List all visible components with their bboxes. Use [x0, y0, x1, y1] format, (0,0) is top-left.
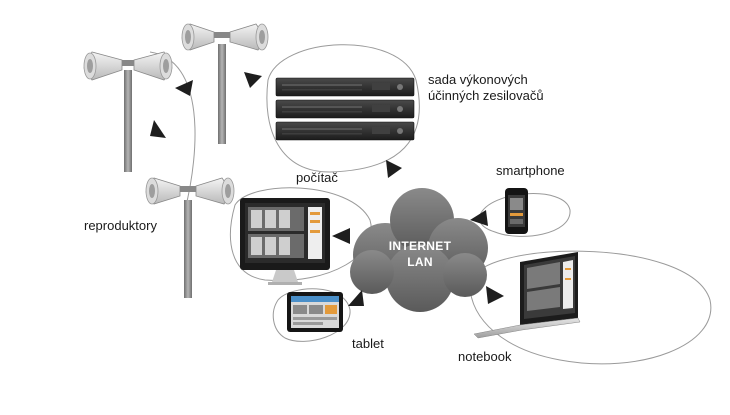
amplifiers-label-line2: účinných zesilovačů — [428, 88, 544, 103]
flow-arrows — [150, 72, 504, 306]
tablet-label: tablet — [352, 336, 384, 351]
arrow-head — [150, 120, 166, 138]
notebook-device — [473, 252, 581, 339]
arrow-head — [244, 72, 262, 88]
arrow-head — [470, 210, 488, 226]
amplifier-unit — [275, 77, 415, 97]
arrow-head — [175, 80, 193, 96]
notebook-label: notebook — [458, 349, 512, 364]
computer-label: počítač — [296, 170, 338, 185]
amplifiers-label: sada výkonových účinných zesilovačů — [428, 72, 544, 104]
speaker-pole-top — [181, 23, 269, 144]
speaker-pole-bottom — [145, 177, 235, 298]
amplifier-rack — [275, 77, 415, 141]
cloud-label-lan: LAN — [407, 255, 433, 269]
cloud-label: INTERNET LAN — [378, 238, 462, 270]
loop-notebook — [469, 250, 712, 365]
tablet-device — [287, 292, 343, 332]
network-cloud — [350, 188, 488, 312]
smartphone-device — [505, 188, 528, 234]
smartphone-label: smartphone — [496, 163, 565, 178]
amplifier-unit — [275, 99, 415, 119]
arrow-head — [386, 160, 402, 178]
arrow-head — [348, 290, 364, 306]
arrow-head — [486, 286, 504, 304]
amplifier-unit — [275, 121, 415, 141]
speaker-pole-left — [83, 51, 173, 172]
arrow-head — [332, 228, 350, 244]
amplifiers-label-line1: sada výkonových — [428, 72, 528, 87]
speakers-label: reproduktory — [84, 218, 157, 233]
loop-amplifiers — [266, 44, 420, 173]
cloud-label-internet: INTERNET — [388, 239, 452, 253]
desktop-computer — [240, 198, 330, 285]
